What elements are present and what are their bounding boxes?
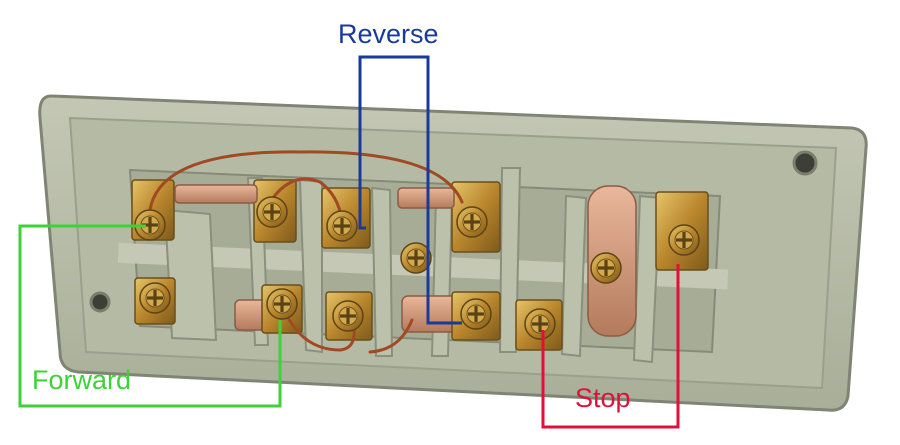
forward-wire-annotation <box>18 224 282 408</box>
stop-label: Stop <box>575 383 631 413</box>
reverse-label: Reverse <box>338 19 439 49</box>
jumper-wire-icon <box>148 150 464 354</box>
stop-wire-annotation <box>541 264 680 429</box>
forward-label: Forward <box>32 365 132 395</box>
reverse-wire-annotation <box>358 55 462 325</box>
